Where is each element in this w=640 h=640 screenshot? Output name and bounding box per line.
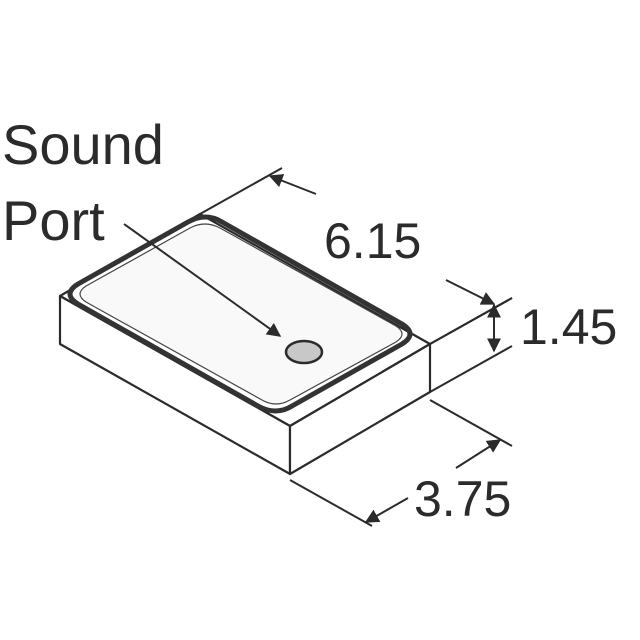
lid-inner-edge [79,223,403,405]
length-arrow-left [268,174,317,195]
sound-port-label-line1: Sound [2,113,164,176]
sound-port-hole [284,339,324,365]
height-dimension-value: 1.45 [520,299,617,355]
length-extension-line-left [199,167,283,215]
width-extension-line-right [429,399,513,447]
length-arrow-right [445,279,496,305]
width-arrow-upper [455,439,502,469]
height-extension-line-top [429,297,513,345]
package-lid [67,214,413,414]
sound-port-leader-arrow [123,223,282,337]
width-dimension: 3.75 [289,399,513,527]
width-arrow-lower [364,497,409,523]
height-extension-line-bottom [429,345,513,393]
sound-port-label-line2: Port [2,189,105,252]
lid-outer-rim [67,214,413,414]
width-extension-line-left [289,479,373,527]
height-dimension: 1.45 [429,297,617,393]
width-dimension-value: 3.75 [414,471,511,527]
length-dimension-value: 6.15 [324,213,421,269]
